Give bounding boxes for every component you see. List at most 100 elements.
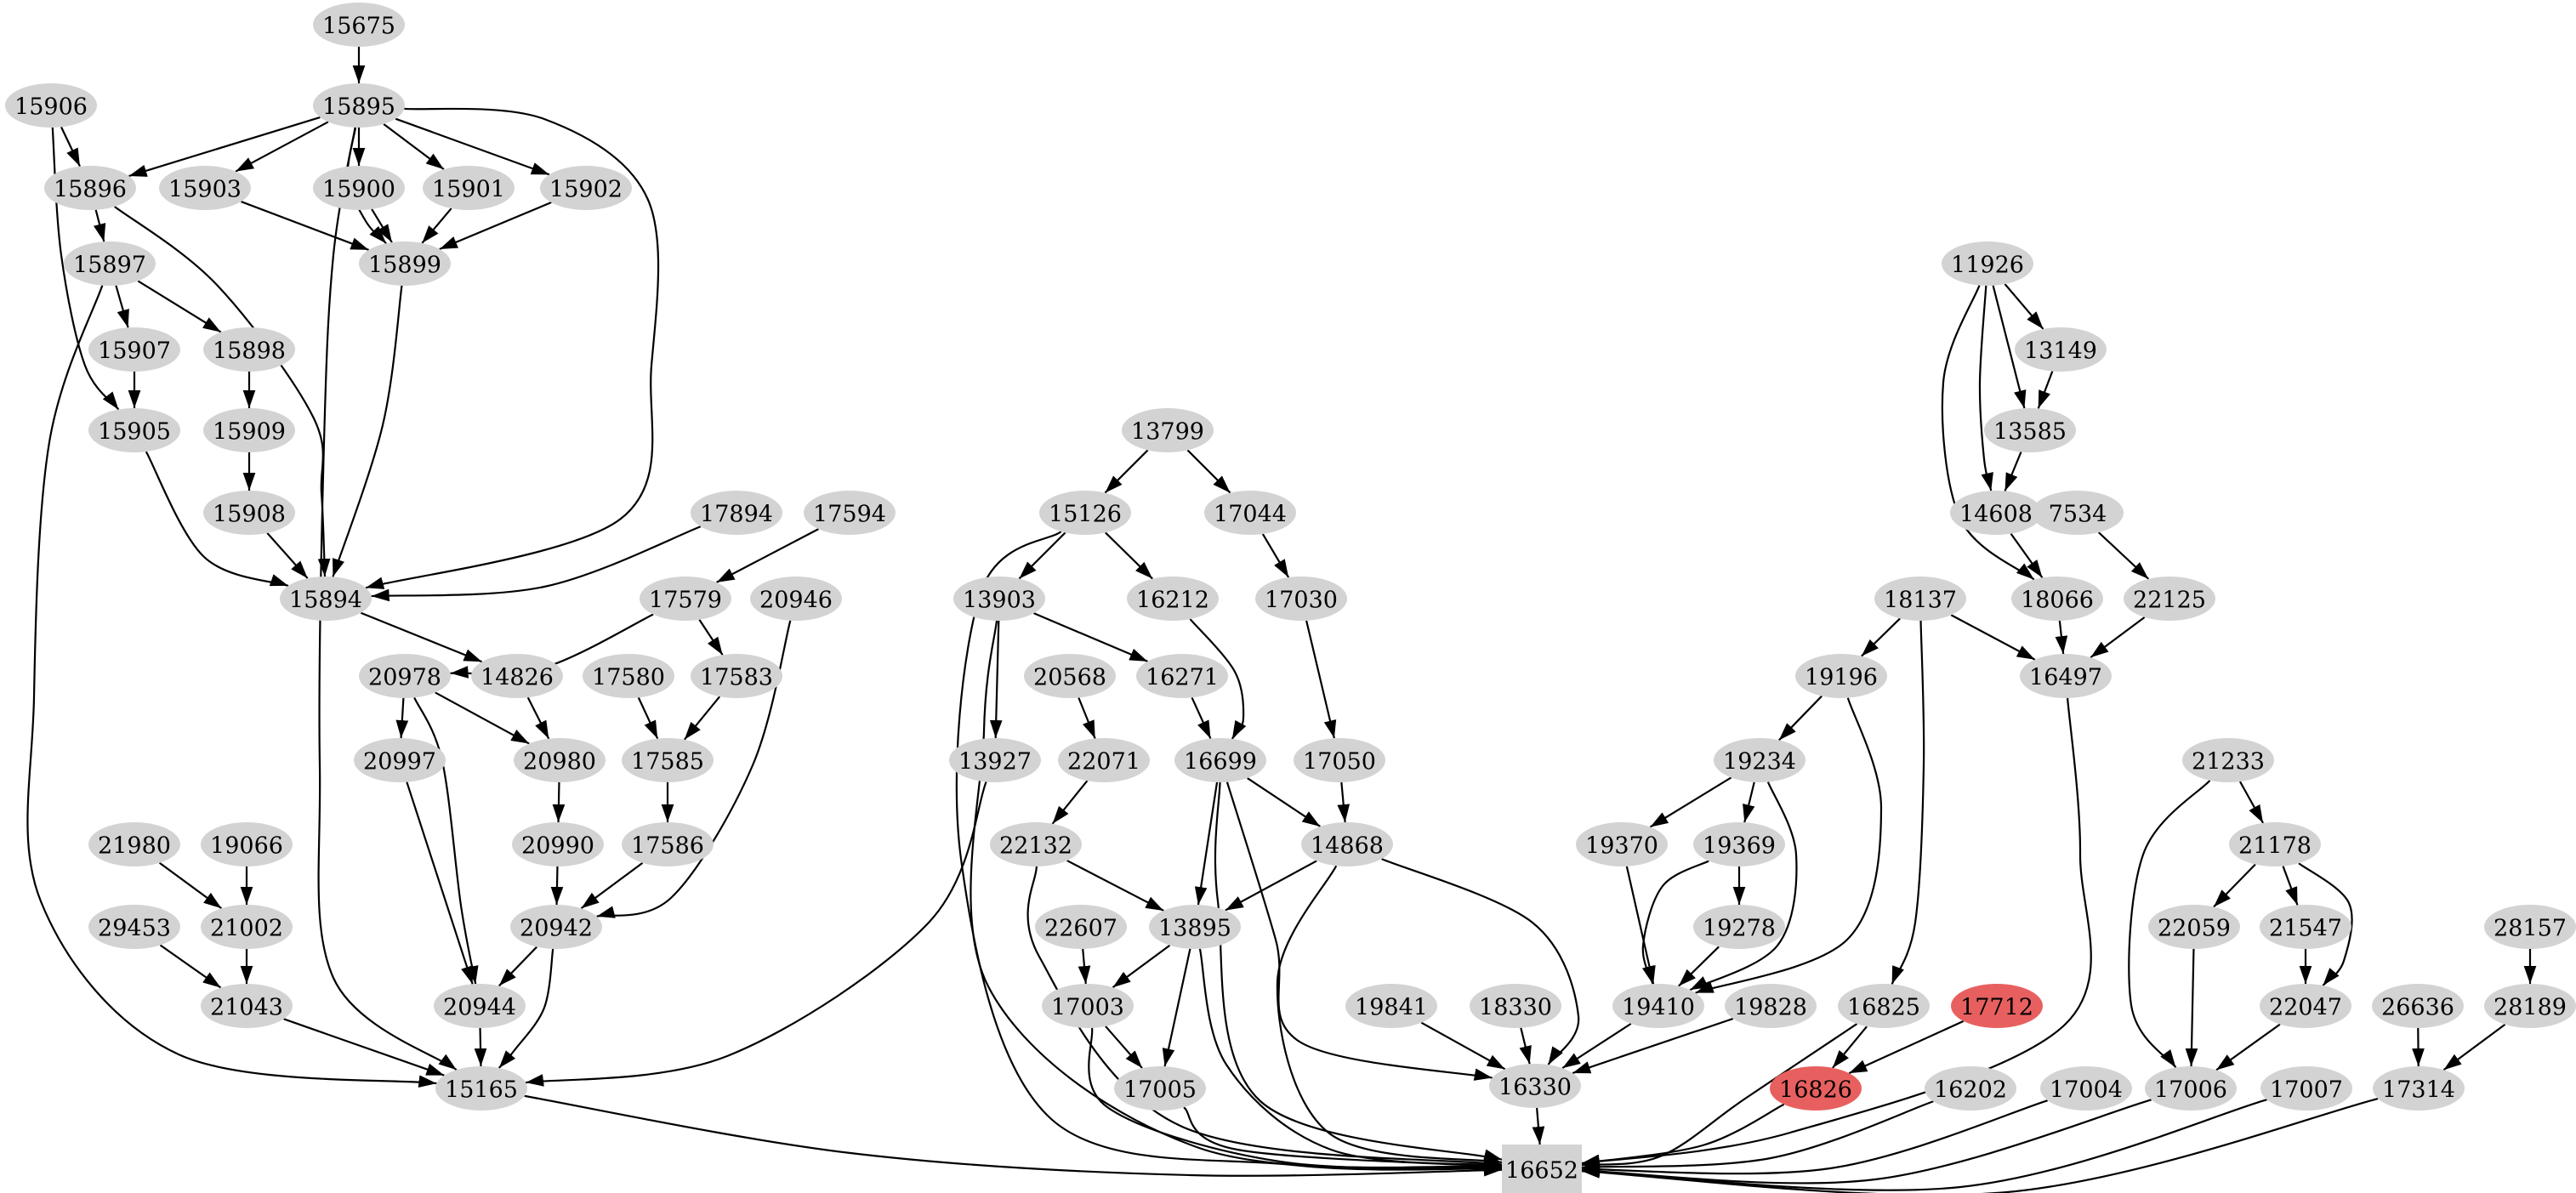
node-20568[interactable]: 20568 — [1024, 654, 1116, 698]
node-ellipse-shape — [203, 327, 295, 372]
node-17006[interactable]: 17006 — [2145, 1066, 2237, 1111]
node-21547[interactable]: 21547 — [2260, 905, 2351, 949]
node-13585[interactable]: 13585 — [1984, 408, 2076, 452]
node-15126[interactable]: 15126 — [1039, 491, 1131, 535]
node-21043[interactable]: 21043 — [201, 984, 293, 1028]
node-19370[interactable]: 19370 — [1576, 822, 1668, 866]
node-ellipse-shape — [471, 654, 563, 698]
node-29453[interactable]: 29453 — [88, 905, 180, 949]
node-17004[interactable]: 17004 — [2040, 1066, 2132, 1111]
node-16202[interactable]: 16202 — [1925, 1066, 2016, 1111]
node-20946[interactable]: 20946 — [750, 577, 842, 621]
node-22132[interactable]: 22132 — [990, 822, 1082, 866]
node-13927[interactable]: 13927 — [949, 738, 1041, 782]
node-ellipse-shape — [313, 166, 405, 210]
node-15903[interactable]: 15903 — [159, 166, 251, 210]
node-19234[interactable]: 19234 — [1714, 738, 1805, 782]
node-15906[interactable]: 15906 — [5, 83, 97, 128]
node-18137[interactable]: 18137 — [1874, 577, 1966, 621]
node-16826[interactable]: 16826 — [1770, 1066, 1862, 1111]
node-22125[interactable]: 22125 — [2124, 577, 2215, 621]
node-18330[interactable]: 18330 — [1470, 984, 1561, 1028]
node-16271[interactable]: 16271 — [1136, 654, 1228, 698]
node-19196[interactable]: 19196 — [1795, 654, 1887, 698]
node-17003[interactable]: 17003 — [1042, 984, 1134, 1028]
node-16825[interactable]: 16825 — [1838, 984, 1930, 1028]
node-16497[interactable]: 16497 — [2020, 654, 2112, 698]
node-15895[interactable]: 15895 — [313, 83, 405, 128]
node-15908[interactable]: 15908 — [203, 491, 295, 535]
node-19828[interactable]: 19828 — [1725, 984, 1817, 1028]
node-16699[interactable]: 16699 — [1174, 738, 1266, 782]
node-15898[interactable]: 15898 — [203, 327, 295, 372]
node-16212[interactable]: 16212 — [1127, 577, 1219, 621]
node-17583[interactable]: 17583 — [691, 654, 782, 698]
node-28157[interactable]: 28157 — [2484, 905, 2576, 949]
node-16330[interactable]: 16330 — [1489, 1064, 1581, 1108]
node-14608[interactable]: 14608 — [1950, 491, 2042, 535]
node-17585[interactable]: 17585 — [622, 738, 714, 782]
node-19410[interactable]: 19410 — [1612, 984, 1704, 1028]
node-15896[interactable]: 15896 — [44, 166, 136, 210]
node-19066[interactable]: 19066 — [201, 822, 293, 866]
node-17314[interactable]: 17314 — [2373, 1066, 2465, 1111]
node-20944[interactable]: 20944 — [434, 984, 526, 1028]
node-15905[interactable]: 15905 — [88, 408, 180, 452]
edge-layer — [26, 47, 2537, 1193]
node-20997[interactable]: 20997 — [354, 738, 446, 782]
edge-15896-15894 — [114, 206, 331, 577]
node-17007[interactable]: 17007 — [2260, 1066, 2352, 1111]
node-21002[interactable]: 21002 — [201, 905, 293, 949]
node-15894[interactable]: 15894 — [280, 577, 372, 621]
node-22047[interactable]: 22047 — [2260, 984, 2351, 1028]
node-20942[interactable]: 20942 — [510, 905, 602, 949]
node-17712[interactable]: 17712 — [1951, 984, 2043, 1028]
node-17594[interactable]: 17594 — [804, 491, 896, 535]
node-label: 29453 — [98, 916, 171, 942]
node-17044[interactable]: 17044 — [1204, 491, 1296, 535]
node-26636[interactable]: 26636 — [2372, 984, 2464, 1028]
node-13903[interactable]: 13903 — [953, 577, 1045, 621]
node-13799[interactable]: 13799 — [1122, 408, 1214, 452]
node-18066[interactable]: 18066 — [2011, 577, 2103, 621]
node-17894[interactable]: 17894 — [691, 491, 782, 535]
node-14826[interactable]: 14826 — [471, 654, 563, 698]
edge-15903-15899 — [241, 201, 369, 251]
node-7534[interactable]: 7534 — [2032, 491, 2124, 535]
node-17579[interactable]: 17579 — [640, 577, 731, 621]
node-15907[interactable]: 15907 — [88, 327, 180, 372]
node-14868[interactable]: 14868 — [1301, 822, 1393, 866]
node-22071[interactable]: 22071 — [1058, 738, 1150, 782]
node-15165[interactable]: 15165 — [435, 1066, 527, 1111]
node-19278[interactable]: 19278 — [1693, 905, 1785, 949]
node-22607[interactable]: 22607 — [1035, 905, 1127, 949]
node-17050[interactable]: 17050 — [1294, 738, 1385, 782]
node-20980[interactable]: 20980 — [514, 738, 606, 782]
node-13895[interactable]: 13895 — [1149, 905, 1241, 949]
node-15909[interactable]: 15909 — [203, 408, 295, 452]
node-20978[interactable]: 20978 — [359, 654, 451, 698]
node-11926[interactable]: 11926 — [1942, 241, 2033, 286]
node-19841[interactable]: 19841 — [1345, 984, 1437, 1028]
node-20990[interactable]: 20990 — [512, 822, 604, 866]
node-22059[interactable]: 22059 — [2148, 905, 2240, 949]
node-15899[interactable]: 15899 — [359, 241, 451, 286]
edge-20942-15165 — [498, 948, 554, 1069]
node-15897[interactable]: 15897 — [64, 241, 156, 286]
node-15675[interactable]: 15675 — [313, 3, 405, 47]
node-21178[interactable]: 21178 — [2229, 822, 2321, 866]
node-13149[interactable]: 13149 — [2015, 327, 2107, 372]
node-15902[interactable]: 15902 — [540, 166, 632, 210]
node-21980[interactable]: 21980 — [88, 822, 180, 866]
node-ellipse-shape — [88, 327, 180, 372]
node-19369[interactable]: 19369 — [1693, 822, 1785, 866]
node-16652[interactable]: 16652 — [1502, 1145, 1582, 1193]
node-28189[interactable]: 28189 — [2484, 984, 2576, 1028]
node-17586[interactable]: 17586 — [622, 822, 714, 866]
node-17580[interactable]: 17580 — [583, 654, 674, 698]
node-17030[interactable]: 17030 — [1255, 577, 1347, 621]
node-21233[interactable]: 21233 — [2182, 738, 2274, 782]
node-17005[interactable]: 17005 — [1114, 1066, 1206, 1111]
node-15900[interactable]: 15900 — [313, 166, 405, 210]
node-15901[interactable]: 15901 — [423, 166, 515, 210]
